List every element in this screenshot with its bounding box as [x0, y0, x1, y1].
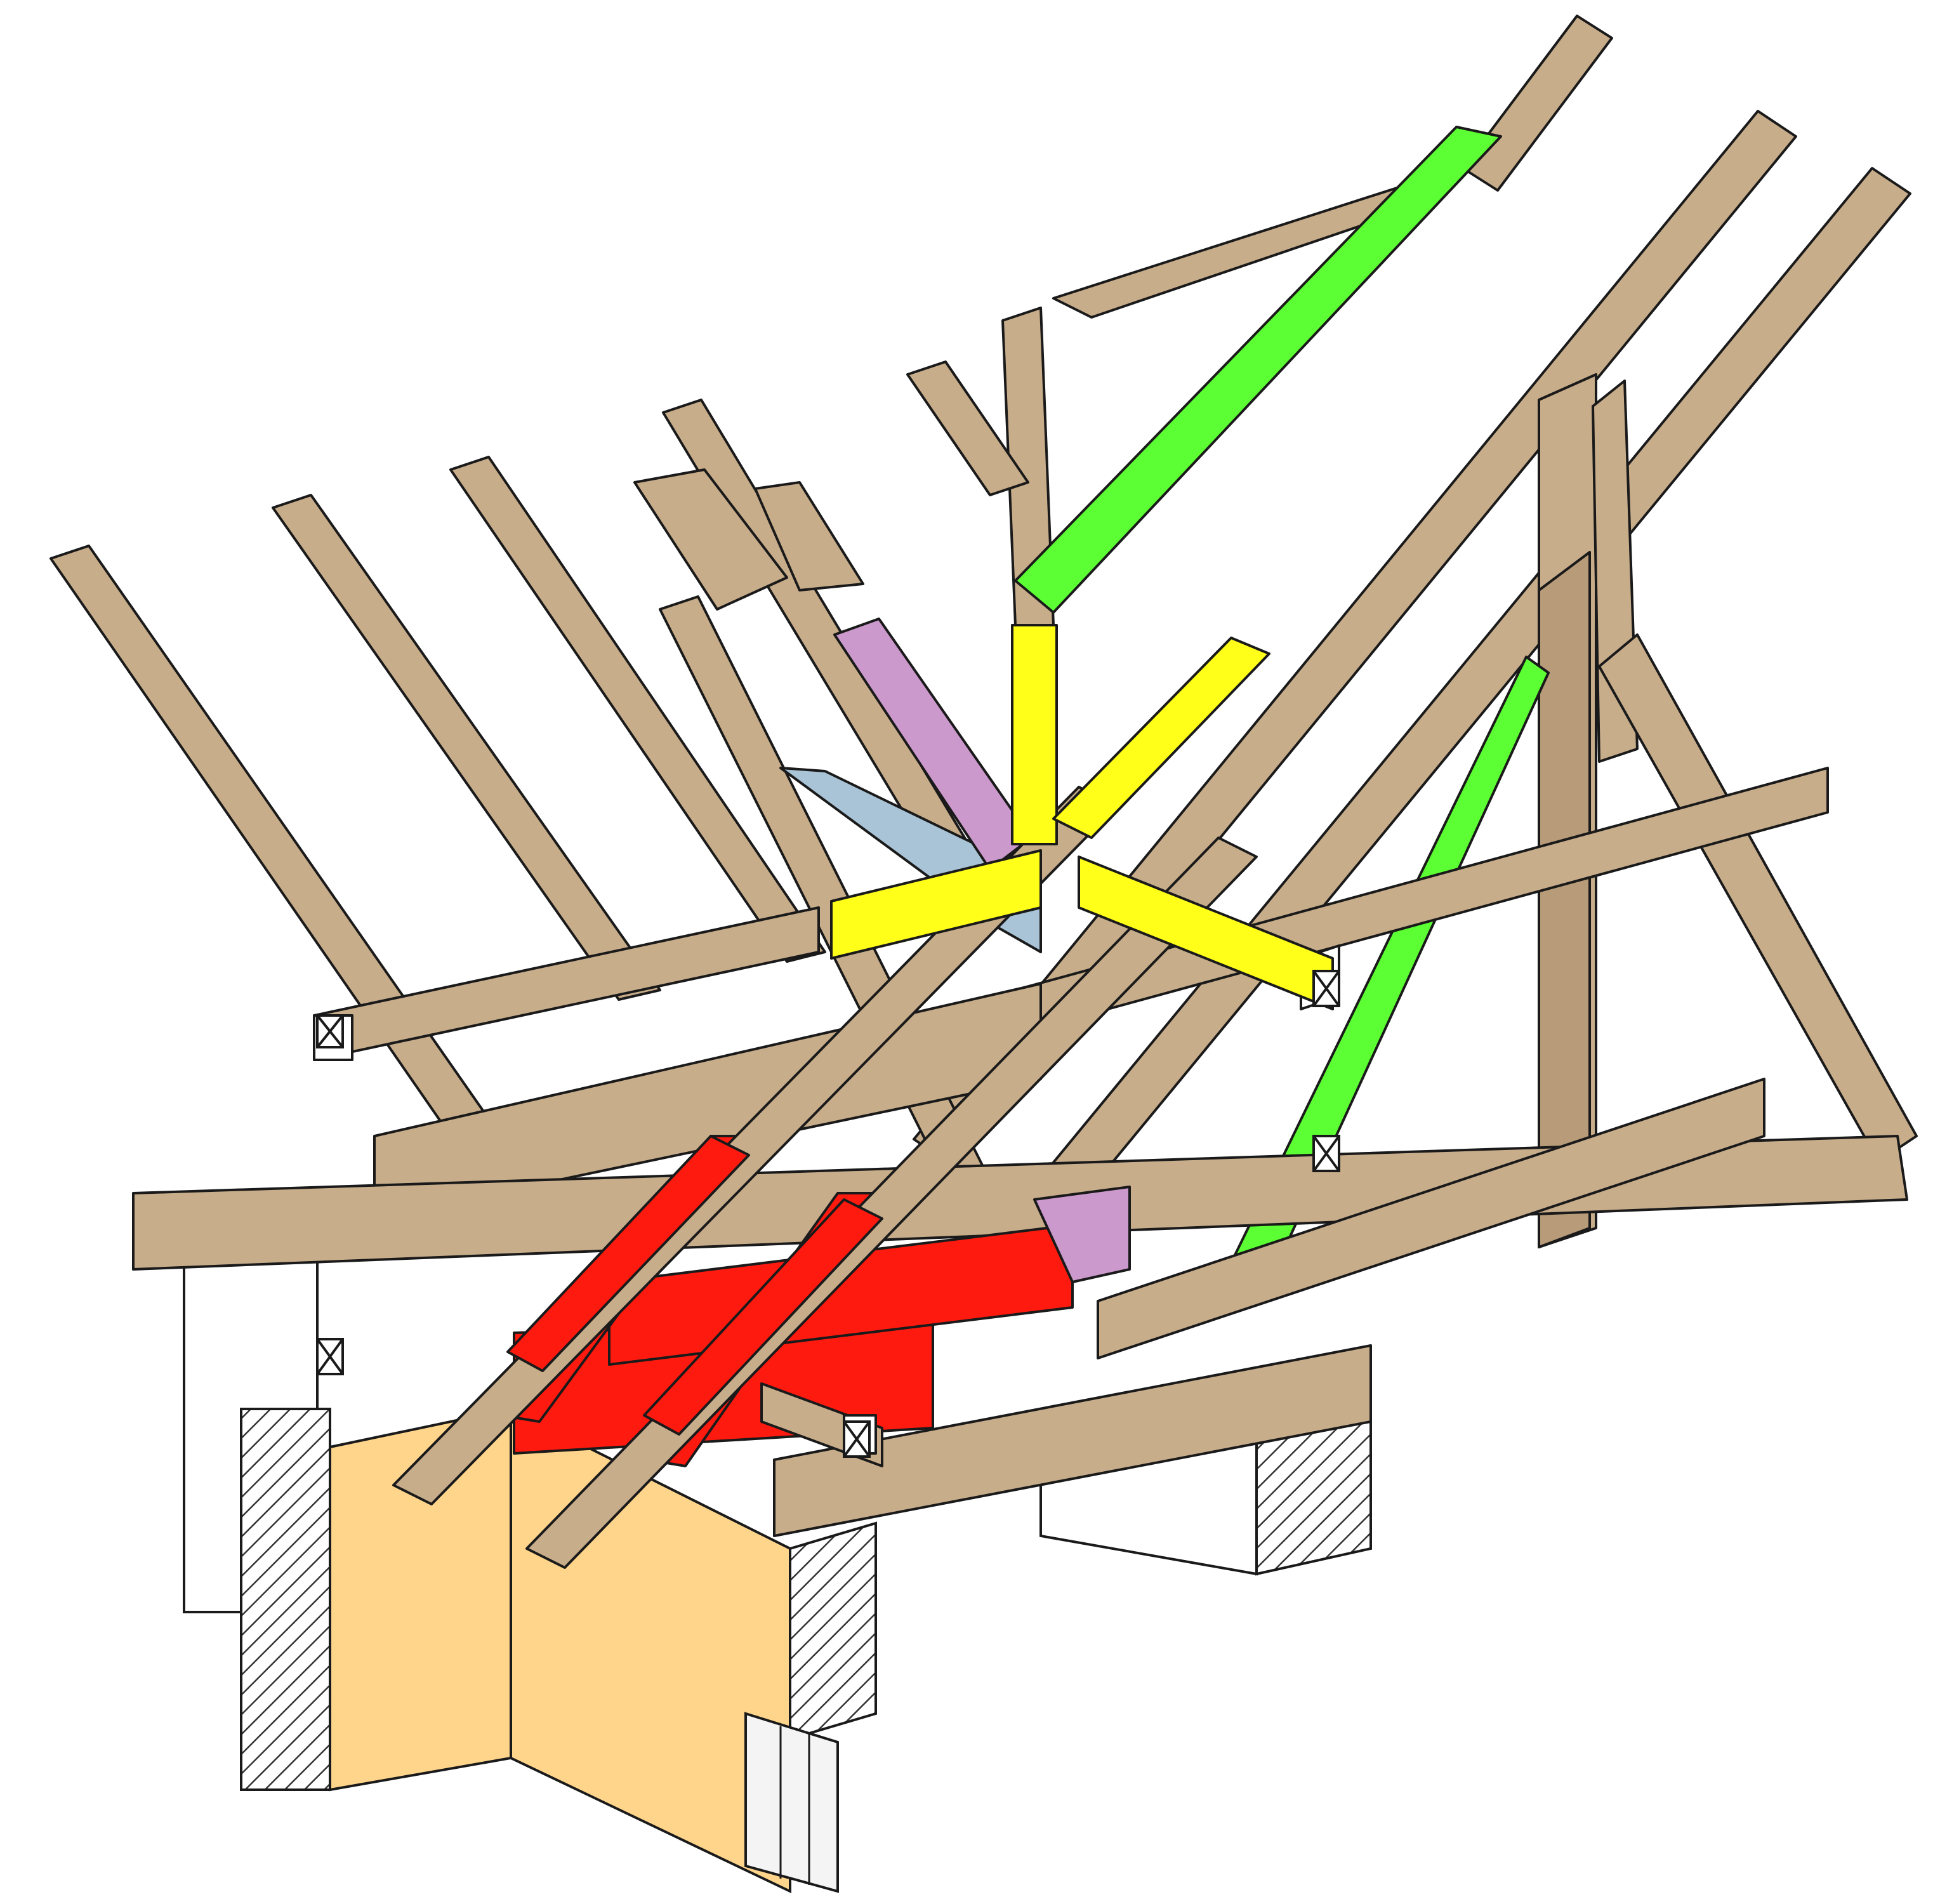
yellow-king-post: [1011, 624, 1058, 845]
beam-end-marks: [316, 970, 1340, 1458]
rafter-far-right: [1027, 167, 1911, 1220]
left-hatched-pier: [240, 1408, 331, 1791]
green-brace-top: [1014, 126, 1502, 614]
right-post-lower: [1538, 551, 1591, 1248]
rafter-left-5: [906, 360, 1029, 496]
sill-right: [1097, 1078, 1765, 1359]
yellow-arm-upper-right: [1052, 637, 1270, 839]
rafter-left-3: [449, 456, 826, 963]
right-hatched-pier-near: [789, 1521, 877, 1741]
purple-block: [1033, 1186, 1131, 1283]
hip-rafter-red-overlay-right: [643, 1198, 883, 1436]
end-mark: [316, 1338, 344, 1375]
hip-rafters-front: [392, 786, 1258, 1569]
wall-plate-front: [132, 1135, 1908, 1271]
end-mark: [1312, 1135, 1340, 1172]
yellow-arm-right: [1078, 856, 1334, 1010]
end-mark: [1312, 970, 1340, 1007]
rafter-top: [1462, 15, 1613, 192]
bottom-plate-front: [773, 1344, 1372, 1537]
end-mark: [316, 1014, 344, 1048]
rafter-left-1: [49, 545, 515, 1169]
rafter-right-tie: [1598, 633, 1918, 1163]
hip-rafter-red-overlay-left: [506, 1135, 750, 1372]
end-mark: [843, 1420, 871, 1458]
plates-and-purlins: [132, 767, 1908, 1537]
yellow-arm-left: [830, 849, 1042, 960]
short-piece: [633, 468, 788, 611]
rafter-left-2: [272, 494, 661, 1001]
yellow-center-joint: [830, 624, 1334, 1010]
short-piece-2: [754, 481, 864, 592]
window-frame: [744, 1712, 839, 1893]
